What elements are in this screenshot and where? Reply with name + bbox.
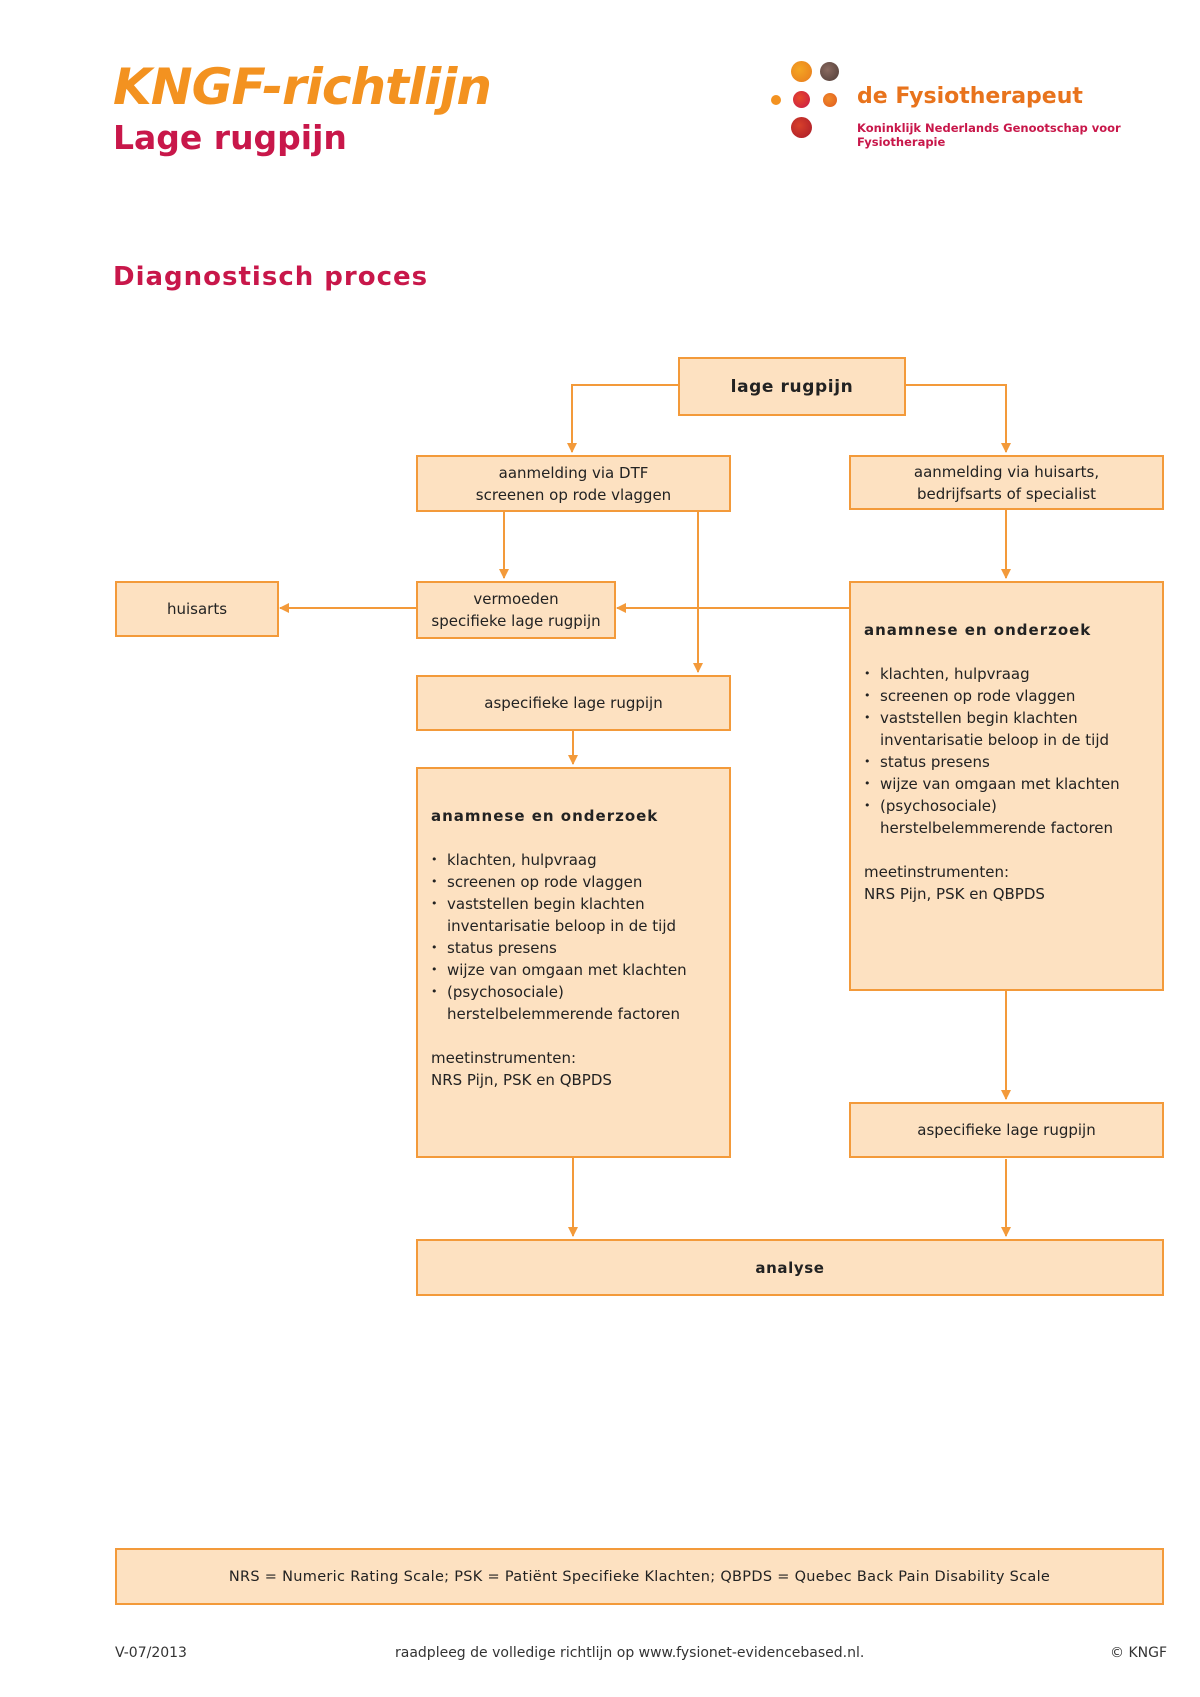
suspect-box: vermoeden specifieke lage rugpijn [416, 581, 616, 639]
measures-list: NRS Pijn, PSK en QBPDS [431, 1071, 612, 1089]
connector-root-right [905, 384, 1011, 453]
aspecific-left-box: aspecifieke lage rugpijn [416, 675, 731, 731]
measures-label: meetinstrumenten: [864, 863, 1010, 881]
measures-label: meetinstrumenten: [431, 1049, 577, 1067]
suspect-line1: vermoeden [473, 590, 559, 608]
left-entry-box: aanmelding via DTF screenen op rode vlag… [416, 455, 731, 512]
suspect-line2: specifieke lage rugpijn [431, 612, 601, 630]
aspecific-left-label: aspecifieke lage rugpijn [484, 694, 663, 712]
copyright-label: © KNGF [1110, 1645, 1168, 1661]
logo-name: de Fysiotherapeut [857, 84, 1083, 109]
guideline-subtitle: Lage rugpijn [113, 118, 347, 157]
analysis-label: analyse [755, 1258, 825, 1277]
logo-dot [793, 91, 810, 108]
logo-dot [791, 61, 812, 82]
list-item: (psychosociale) herstelbelemmerende fact… [864, 795, 1150, 839]
huisarts-label: huisarts [166, 600, 228, 618]
version-label: V-07/2013 [115, 1645, 187, 1661]
list-item: vaststellen begin klachten inventarisati… [864, 707, 1150, 751]
list-item: vaststellen begin klachten inventarisati… [431, 893, 717, 937]
list-item: (psychosociale) herstelbelemmerende fact… [431, 981, 717, 1025]
right-entry-line2: bedrijfsarts of specialist [916, 484, 1097, 503]
logo-dot [823, 93, 837, 107]
connector-root-left [567, 384, 678, 453]
left-entry-line2: screenen op rode vlaggen [475, 485, 672, 504]
anamnese-left-list: klachten, hulpvraag screenen op rode vla… [431, 849, 717, 1025]
right-entry-line1: aanmelding via huisarts, [913, 462, 1100, 481]
anamnese-right-box: anamnese en onderzoek klachten, hulpvraa… [849, 581, 1164, 991]
logo-dot [771, 95, 781, 105]
logo-organization: Koninklijk Nederlands Genootschap voor F… [857, 121, 1121, 149]
anamnese-left-heading: anamnese en onderzoek [431, 807, 659, 825]
logo-dot [820, 62, 839, 81]
legend-text: NRS = Numeric Rating Scale; PSK = Patiën… [228, 1568, 1051, 1585]
root-label: lage rugpijn [730, 376, 854, 397]
anamnese-right-heading: anamnese en onderzoek [864, 621, 1092, 639]
abbreviation-legend: NRS = Numeric Rating Scale; PSK = Patiën… [115, 1548, 1164, 1605]
left-entry-line1: aanmelding via DTF [498, 463, 649, 482]
list-item: klachten, hulpvraag [864, 663, 1150, 685]
list-item: status presens [431, 937, 717, 959]
list-item: screenen op rode vlaggen [864, 685, 1150, 707]
huisarts-box: huisarts [115, 581, 279, 637]
guideline-title: KNGF-richtlijn [113, 58, 492, 116]
anamnese-left-box: anamnese en onderzoek klachten, hulpvraa… [416, 767, 731, 1158]
section-title: Diagnostisch proces [113, 262, 429, 292]
aspecific-right-label: aspecifieke lage rugpijn [917, 1121, 1096, 1139]
list-item: status presens [864, 751, 1150, 773]
logo-dot [791, 117, 812, 138]
list-item: klachten, hulpvraag [431, 849, 717, 871]
reference-text: raadpleeg de volledige richtlijn op www.… [395, 1645, 865, 1661]
right-entry-box: aanmelding via huisarts, bedrijfsarts of… [849, 455, 1164, 510]
analysis-box: analyse [416, 1239, 1164, 1296]
list-item: screenen op rode vlaggen [431, 871, 717, 893]
list-item: wijze van omgaan met klachten [431, 959, 717, 981]
anamnese-right-list: klachten, hulpvraag screenen op rode vla… [864, 663, 1150, 839]
list-item: wijze van omgaan met klachten [864, 773, 1150, 795]
root-box: lage rugpijn [678, 357, 906, 416]
aspecific-right-box: aspecifieke lage rugpijn [849, 1102, 1164, 1158]
measures-list: NRS Pijn, PSK en QBPDS [864, 885, 1045, 903]
